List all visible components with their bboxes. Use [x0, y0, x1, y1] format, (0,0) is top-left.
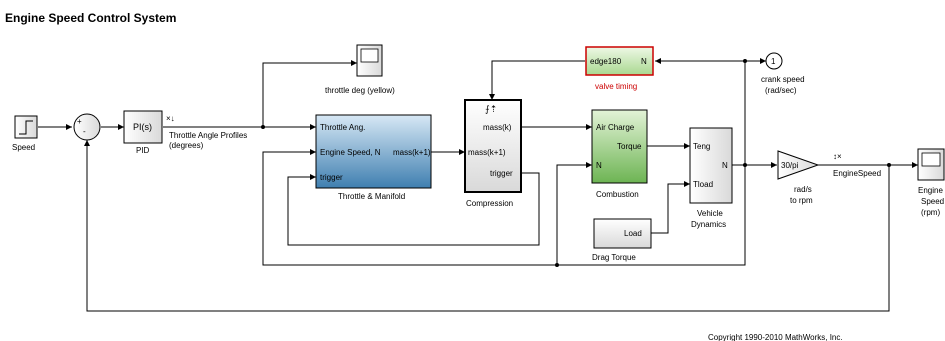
wire-to-engine-speed-port[interactable]	[262, 149, 746, 266]
speed-step-label: Speed	[12, 143, 35, 152]
port-torque: Torque	[617, 142, 642, 151]
gain-content: 30/pi	[781, 161, 799, 170]
wire-trigger-feedback[interactable]	[287, 172, 540, 246]
wire-to-combustion-n[interactable]	[556, 162, 592, 265]
valve-timing-port-n: N	[641, 57, 647, 66]
port-load: Load	[624, 229, 642, 238]
valve-timing-label: valve timing	[595, 82, 637, 91]
engine-speed-scope-block[interactable]	[917, 148, 945, 181]
gain-label-1: rad/s	[794, 185, 812, 194]
valve-timing-content: edge180	[590, 57, 622, 66]
throttle-scope-block[interactable]	[356, 44, 383, 77]
engine-scope-label-3: (rpm)	[921, 208, 940, 217]
engine-scope-label-2: Speed	[921, 197, 944, 206]
port-throttle-ang: Throttle Ang.	[320, 123, 365, 132]
port-tload: Tload	[693, 180, 713, 189]
throttle-signal-marker: ×↓	[166, 114, 175, 123]
pid-content: PI(s)	[133, 122, 152, 132]
valve-timing-block[interactable]: edge180 N	[585, 46, 654, 76]
combustion-label: Combustion	[596, 190, 639, 199]
throttle-signal-label-2: (degrees)	[169, 141, 204, 150]
vehicle-label-1: Vehicle	[697, 209, 723, 218]
port-combustion-n: N	[596, 161, 602, 170]
drag-torque-label: Drag Torque	[592, 253, 636, 262]
sum-plus-sign: +	[77, 117, 82, 126]
combustion-block[interactable]: Air Charge Torque N	[591, 109, 648, 184]
compression-trigger-icon: ⨍⇡	[485, 104, 497, 114]
throttle-manifold-block[interactable]: Throttle Ang. Engine Speed, N mass(k+1) …	[315, 114, 432, 189]
scope-screen-icon	[921, 152, 941, 167]
wire-speed-feedback[interactable]	[84, 140, 890, 312]
throttle-scope-label: throttle deg (yellow)	[325, 86, 395, 95]
wire-valve-to-compression[interactable]	[489, 60, 585, 100]
throttle-signal-label-1: Throttle Angle Profiles	[169, 131, 247, 140]
crank-speed-label-1: crank speed	[761, 75, 805, 84]
compression-label: Compression	[466, 199, 513, 208]
pid-label: PID	[136, 146, 150, 155]
port-trigger-out: trigger	[490, 169, 513, 178]
engine-scope-label-1: Engine	[918, 186, 943, 195]
wire-load-to-tload[interactable]	[651, 181, 690, 234]
engine-speed-marker: ↕×	[833, 152, 842, 161]
port-trigger-in: trigger	[320, 173, 343, 182]
port-mass-k1: mass(k+1)	[468, 148, 506, 157]
signal-lines	[38, 58, 918, 312]
crank-speed-outport[interactable]: 1	[765, 52, 783, 70]
scope-screen-icon	[360, 48, 379, 63]
copyright-text: Copyright 1990-2010 MathWorks, Inc.	[708, 333, 843, 341]
wire-to-throttle-scope[interactable]	[262, 60, 357, 127]
speed-step-block[interactable]	[14, 115, 38, 139]
crank-outport-number: 1	[771, 57, 776, 66]
port-mass-out: mass(k+1)	[393, 148, 431, 157]
step-icon	[19, 120, 33, 135]
port-mass-k: mass(k)	[483, 123, 512, 132]
port-air-charge: Air Charge	[596, 123, 635, 132]
compression-block[interactable]: ⨍⇡ mass(k) mass(k+1) trigger	[464, 99, 522, 193]
diagram-title: Engine Speed Control System	[5, 11, 176, 25]
port-vehicle-n: N	[722, 161, 728, 170]
vehicle-label-2: Dynamics	[691, 220, 726, 229]
gain-block[interactable]: 30/pi	[777, 150, 820, 180]
throttle-manifold-label: Throttle & Manifold	[338, 192, 405, 201]
sum-block[interactable]: - +	[73, 113, 101, 141]
port-engine-speed: Engine Speed, N	[320, 148, 381, 157]
sum-minus-sign: -	[83, 127, 86, 136]
pid-block[interactable]: PI(s)	[123, 110, 163, 144]
engine-speed-signal-label: EngineSpeed	[833, 169, 881, 178]
port-teng: Teng	[693, 142, 710, 151]
vehicle-dynamics-block[interactable]: Teng N Tload	[689, 127, 733, 204]
gain-label-2: to rpm	[790, 196, 813, 205]
drag-torque-block[interactable]: Load	[593, 218, 652, 249]
crank-speed-label-2: (rad/sec)	[765, 86, 797, 95]
